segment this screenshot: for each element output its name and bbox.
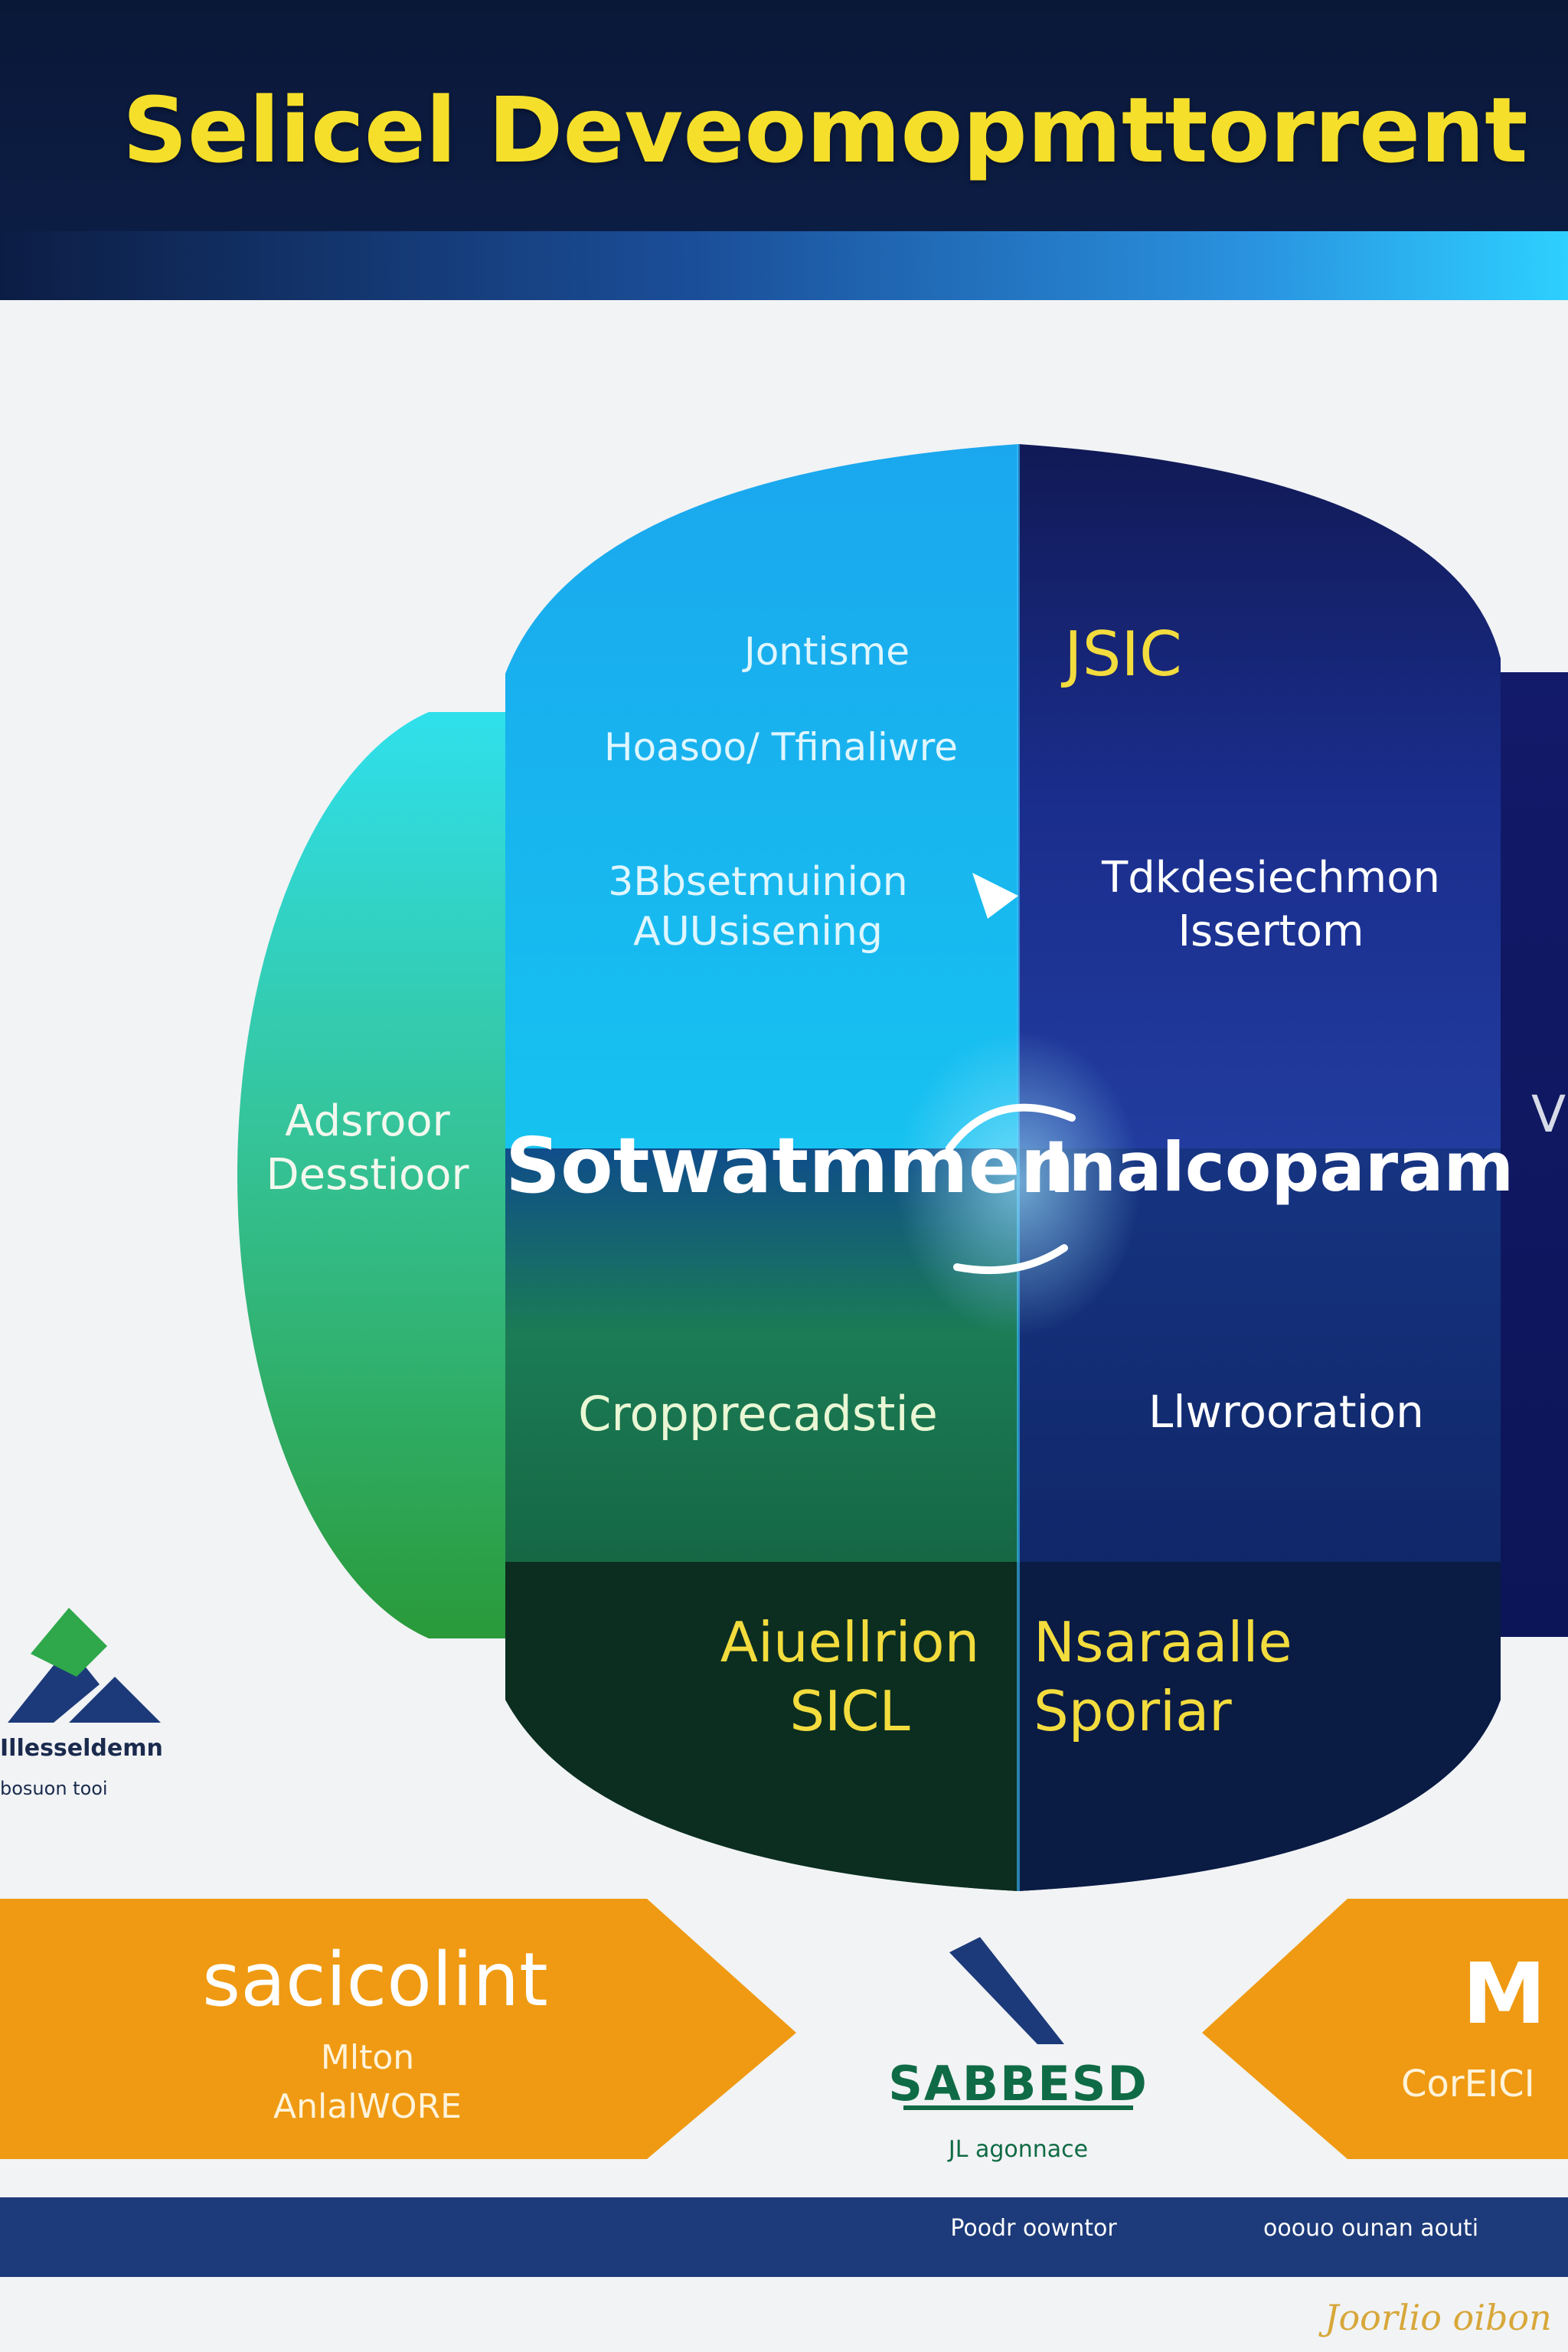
segment-left xyxy=(237,712,505,1638)
mountain-logo-icon xyxy=(8,1608,161,1723)
label-top-right-mid-line2: Issertom xyxy=(1178,906,1364,956)
arrow-left-line2: AnlalWORE xyxy=(273,2087,462,2126)
arrow-left-line1: Mlton xyxy=(320,2038,415,2077)
signature-text: Joorlio oibon xyxy=(1325,2297,1552,2338)
arrow-left-title: sacicolint xyxy=(202,1937,548,2023)
arrow-right-shape xyxy=(1202,1899,1568,2159)
label-top-right-mid: Tdkdesiechmon Issertom xyxy=(1057,851,1485,959)
arrow-left-shape xyxy=(0,1899,796,2159)
label-bottom-left-bottom: Aiuellrion SICL xyxy=(658,1608,1041,1746)
footer-text-left: Poodr oowntor xyxy=(950,2215,1117,2242)
label-top-left-mid-line1: 3Bbsetmuinion xyxy=(608,859,908,905)
header-gradient-band xyxy=(0,231,1568,300)
footer-text-right: ooouo ounan aouti xyxy=(1263,2215,1479,2242)
label-bottom-left-bottom-line1: Aiuellrion xyxy=(720,1610,980,1674)
segment-top-left xyxy=(505,444,1018,1148)
left-logo-name: Illesseldemn xyxy=(0,1735,163,1762)
pointer-arrow-icon xyxy=(972,873,1018,919)
label-bottom-right-bottom: Nsaraalle Sporiar xyxy=(1034,1608,1416,1746)
swoosh-arrow-top xyxy=(946,1103,1076,1152)
label-edge-right: V xyxy=(1531,1085,1566,1144)
label-center-left: Sotwatmmen xyxy=(505,1121,1075,1210)
label-top-left-mid-line2: AUUsisening xyxy=(633,909,883,955)
swoosh-logo-icon xyxy=(903,1937,1133,2110)
header-bar xyxy=(0,0,1568,231)
label-bottom-left-bottom-line2: SICL xyxy=(789,1679,910,1743)
label-top-right-title: JSIC xyxy=(1064,619,1182,690)
label-top-left-mid: 3Bbsetmuinion AUUsisening xyxy=(521,858,995,957)
center-logo-name: SABBESD xyxy=(888,2056,1148,2112)
label-top-right-mid-line1: Tdkdesiechmon xyxy=(1102,853,1440,903)
segmented-circle-diagram xyxy=(237,444,1568,1891)
band-bottom-right xyxy=(1018,1562,1501,1891)
label-left-segment-line1: Adsroor xyxy=(285,1096,450,1146)
footer-band xyxy=(0,2197,1568,2277)
label-center-right: Inalcoparam xyxy=(1043,1128,1514,1207)
label-left-segment: Adsroor Desstioor xyxy=(191,1095,544,1202)
label-bottom-right-bottom-line2: Sporiar xyxy=(1034,1679,1232,1743)
label-bottom-right-bottom-line1: Nsaraalle xyxy=(1034,1610,1292,1674)
swoosh-arrow-bottom xyxy=(953,1244,1068,1275)
left-logo-tagline: bosuon tooi xyxy=(0,1778,108,1799)
label-bottom-right-mid: Llwrooration xyxy=(1148,1386,1424,1438)
side-panel-right xyxy=(1501,672,1568,1637)
page-title: Selicel Deveomopmttorrent xyxy=(122,77,1528,183)
arrow-right-line1: CorEICI xyxy=(1401,2063,1535,2105)
label-top-left-subtitle: Hoasoo/ Tfinaliwre xyxy=(603,725,959,769)
label-bottom-left-mid: Cropprecadstie xyxy=(578,1386,938,1442)
band-bottom-left xyxy=(505,1562,1018,1891)
arrow-right-title: M xyxy=(1462,1945,1547,2043)
segment-top-right xyxy=(1018,444,1501,1148)
center-logo-tagline: JL agonnace xyxy=(948,2136,1089,2163)
label-top-left-title: Jontisme xyxy=(743,629,910,674)
label-left-segment-line2: Desstioor xyxy=(266,1150,469,1200)
bottom-arrow-shapes xyxy=(0,1899,1568,2159)
center-glow xyxy=(896,1030,1141,1336)
